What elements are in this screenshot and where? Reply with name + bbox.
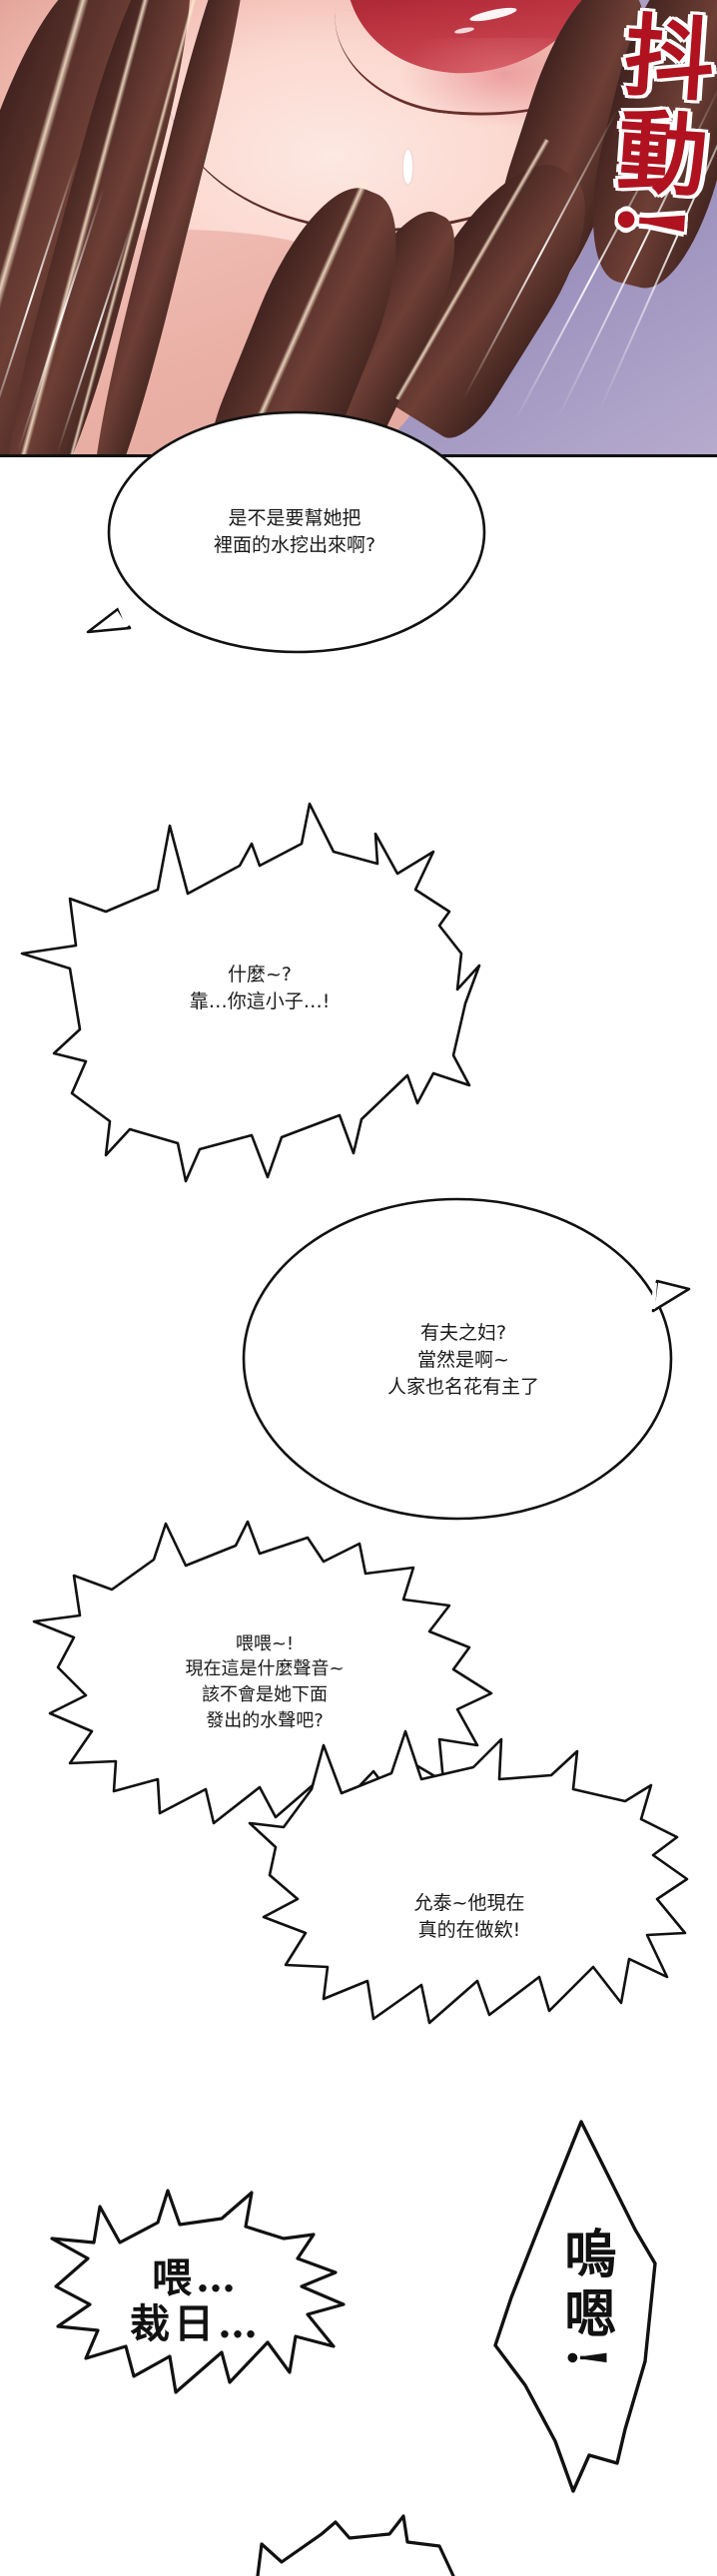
speech-bubble-1[interactable]: 是不是要幫她把 裡面的水挖出來啊?: [86, 404, 489, 659]
bubble-outline: [493, 2120, 657, 2493]
speech-bubble-5[interactable]: 允泰~他現在 真的在做欸!: [248, 1727, 689, 2107]
speech-bubble-3[interactable]: 有夫之妇? 當然是啊~ 人家也名花有主了: [238, 1193, 691, 1528]
bubble-outline: [248, 1729, 689, 2025]
close-up-artwork-panel: 抖動!: [0, 0, 717, 457]
speech-bubble-7[interactable]: 嗚嗯!: [485, 2112, 685, 2511]
speech-bubble-2[interactable]: 什麼~? 靠…你這小子…!: [10, 794, 509, 1183]
bubble-outline: [32, 1520, 493, 1825]
bubble-outline: [86, 410, 486, 654]
bubble-outline: [256, 2514, 455, 2576]
sound-effect-text: 抖動!: [594, 6, 717, 251]
bubble-outline: [20, 802, 481, 1183]
artwork-layer: 抖動!: [0, 0, 717, 454]
sweat-drip-icon: [403, 150, 412, 184]
speech-bubble-6[interactable]: 喂… 裁日…: [46, 2187, 346, 2416]
speech-bubble-8-partial[interactable]: [240, 2514, 469, 2576]
bubble-outline: [50, 2189, 346, 2394]
bubble-outline: [242, 1197, 691, 1521]
